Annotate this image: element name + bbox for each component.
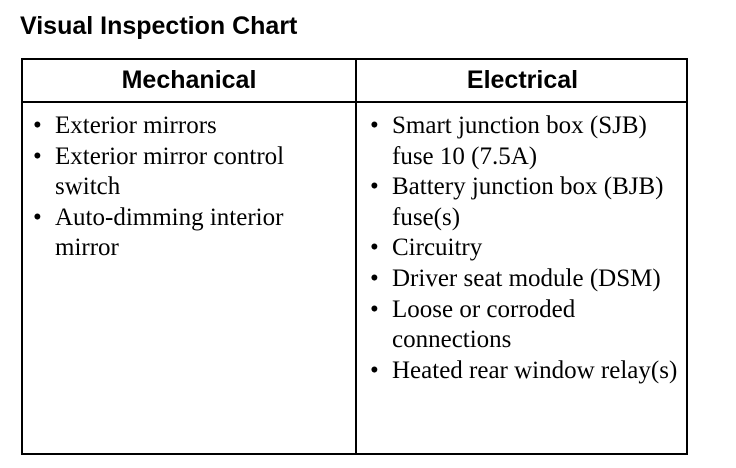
header-divider — [23, 101, 686, 103]
mechanical-list: Exterior mirrors Exterior mirror control… — [33, 111, 347, 264]
list-item: Battery junction box (BJB) fuse(s) — [370, 172, 680, 233]
chart-title: Visual Inspection Chart — [20, 12, 298, 40]
column-divider — [355, 60, 357, 453]
list-item: Exterior mirrors — [33, 111, 347, 142]
list-item: Heated rear window relay(s) — [370, 356, 680, 387]
list-item: Auto-dimming interior mirror — [33, 203, 347, 264]
electrical-column-header: Electrical — [466, 66, 579, 94]
electrical-list: Smart junction box (SJB) fuse 10 (7.5A) … — [370, 111, 680, 386]
list-item: Loose or corroded connections — [370, 295, 680, 356]
inspection-table: Mechanical Electrical Exterior mirrors E… — [21, 58, 688, 455]
list-item: Circuitry — [370, 233, 680, 264]
mechanical-column-header: Mechanical — [121, 66, 257, 94]
list-item: Driver seat module (DSM) — [370, 264, 680, 295]
list-item: Exterior mirror control switch — [33, 142, 347, 203]
list-item: Smart junction box (SJB) fuse 10 (7.5A) — [370, 111, 680, 172]
